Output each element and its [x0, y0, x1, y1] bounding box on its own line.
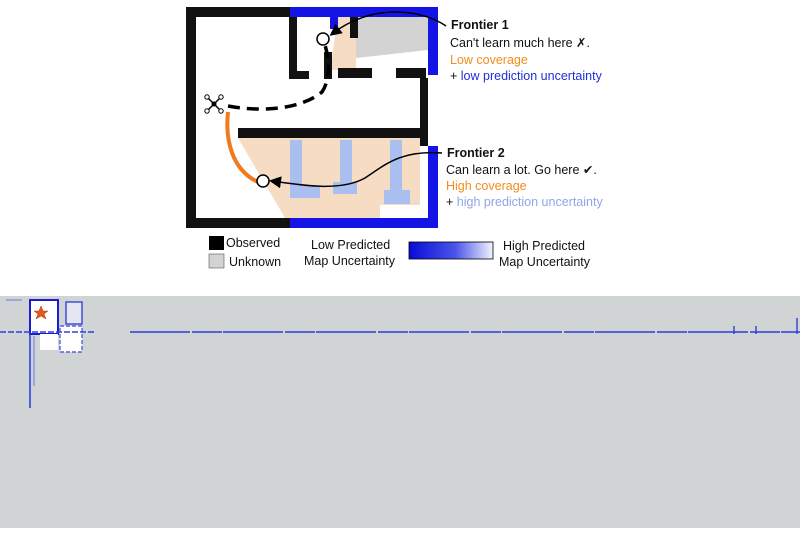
frontier2-coverage: High coverage: [446, 179, 527, 193]
frontier1-title: Frontier 1: [451, 18, 509, 32]
high-uncertainty-walls: [290, 7, 438, 228]
observed-walls: [186, 7, 428, 228]
frontier1-uncertainty: low prediction uncertainty: [460, 69, 602, 83]
frontier1-plus: +: [450, 69, 461, 83]
coverage-region-frontier2: [238, 138, 420, 218]
legend-observed-swatch: [209, 236, 224, 250]
frontier2-title: Frontier 2: [447, 146, 505, 160]
frontier2-uncertainty-line: + high prediction uncertainty: [446, 194, 603, 210]
star-icon: [33, 305, 49, 320]
dashed-path-to-frontier1: [227, 44, 331, 111]
legend-unknown-swatch: [208, 253, 225, 269]
legend-unknown-label: Unknown: [229, 255, 282, 269]
frontier1-line1: Can't learn much here ✗.: [450, 36, 591, 50]
frontier2-arrow: [269, 151, 443, 189]
drone-icon: [204, 94, 224, 114]
low-uncertainty-regions: [290, 140, 410, 204]
frontier2-uncertainty: high prediction uncertainty: [456, 195, 603, 209]
legend-high-uncertainty-line1: High Predicted: [503, 239, 585, 253]
frontier2-marker: [256, 174, 270, 188]
planned-path-to-frontier2: [225, 111, 259, 184]
legend-low-uncertainty-line1: Low Predicted: [311, 238, 391, 252]
legend-low-uncertainty-line2: Map Uncertainty: [304, 254, 396, 268]
legend-observed-label: Observed: [226, 236, 281, 250]
frontier1-coverage: Low coverage: [450, 53, 528, 67]
predicted-map-panel: [0, 296, 800, 533]
map-unknown-background: [0, 296, 800, 528]
floorplan: [186, 7, 438, 228]
frontier-diagram: [186, 7, 494, 269]
legend-uncertainty-gradient: [408, 241, 494, 260]
frontier1-uncertainty-line: + low prediction uncertainty: [450, 68, 602, 84]
frontier1-arrow: [329, 11, 447, 36]
frontier1-marker: [316, 32, 330, 46]
legend-high-uncertainty-line2: Map Uncertainty: [499, 255, 591, 269]
frontier2-plus: +: [446, 195, 457, 209]
frontier2-line1: Can learn a lot. Go here ✔.: [446, 163, 597, 177]
